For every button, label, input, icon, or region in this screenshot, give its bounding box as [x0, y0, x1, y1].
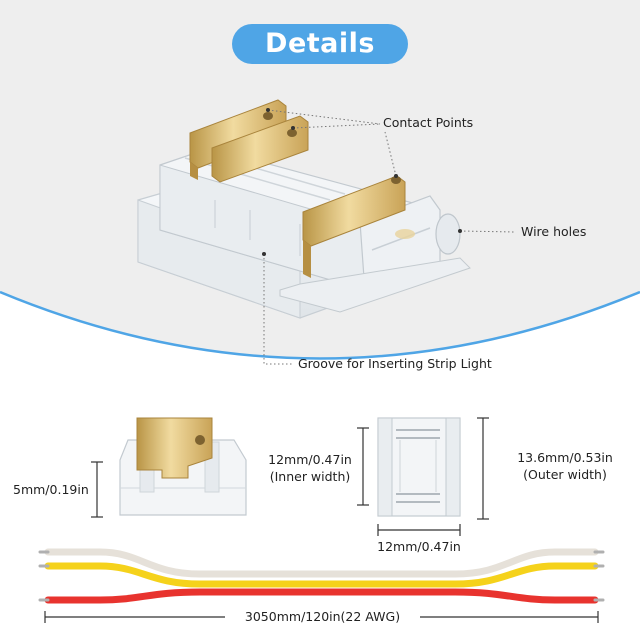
callout-leaders [263, 109, 516, 365]
wire-yellow [44, 562, 599, 588]
wire-white [44, 548, 599, 578]
inner-width-label-line1: 12mm/0.47in [268, 452, 352, 467]
outer-width-label-line1: 13.6mm/0.53in [517, 450, 613, 465]
blue-arc [0, 290, 640, 360]
side-view-connector [119, 417, 247, 516]
wire-red [44, 588, 599, 604]
details-badge: Details [232, 24, 408, 64]
cable-length-dimension [44, 611, 599, 623]
contact-points-label: Contact Points [383, 115, 474, 130]
callout-dots [262, 108, 462, 256]
bottom-width-label: 12mm/0.47in [377, 539, 461, 554]
groove-label: Groove for Inserting Strip Light [298, 356, 492, 371]
outer-width-label-line2: (Outer width) [523, 467, 607, 482]
main-connector-image [137, 99, 471, 319]
wire-holes-label: Wire holes [521, 224, 587, 239]
top-view-connector [377, 417, 461, 517]
height-dimension [91, 461, 103, 518]
cable-length-label: 3050mm/120in(22 AWG) [244, 609, 401, 624]
bottom-width-dimension [377, 524, 461, 536]
inner-width-label-line2: (Inner width) [269, 469, 351, 484]
ribbon-cable [38, 548, 605, 604]
inner-width-dimension [357, 427, 369, 506]
height-label: 5mm/0.19in [13, 482, 89, 497]
outer-width-dimension [477, 417, 489, 520]
